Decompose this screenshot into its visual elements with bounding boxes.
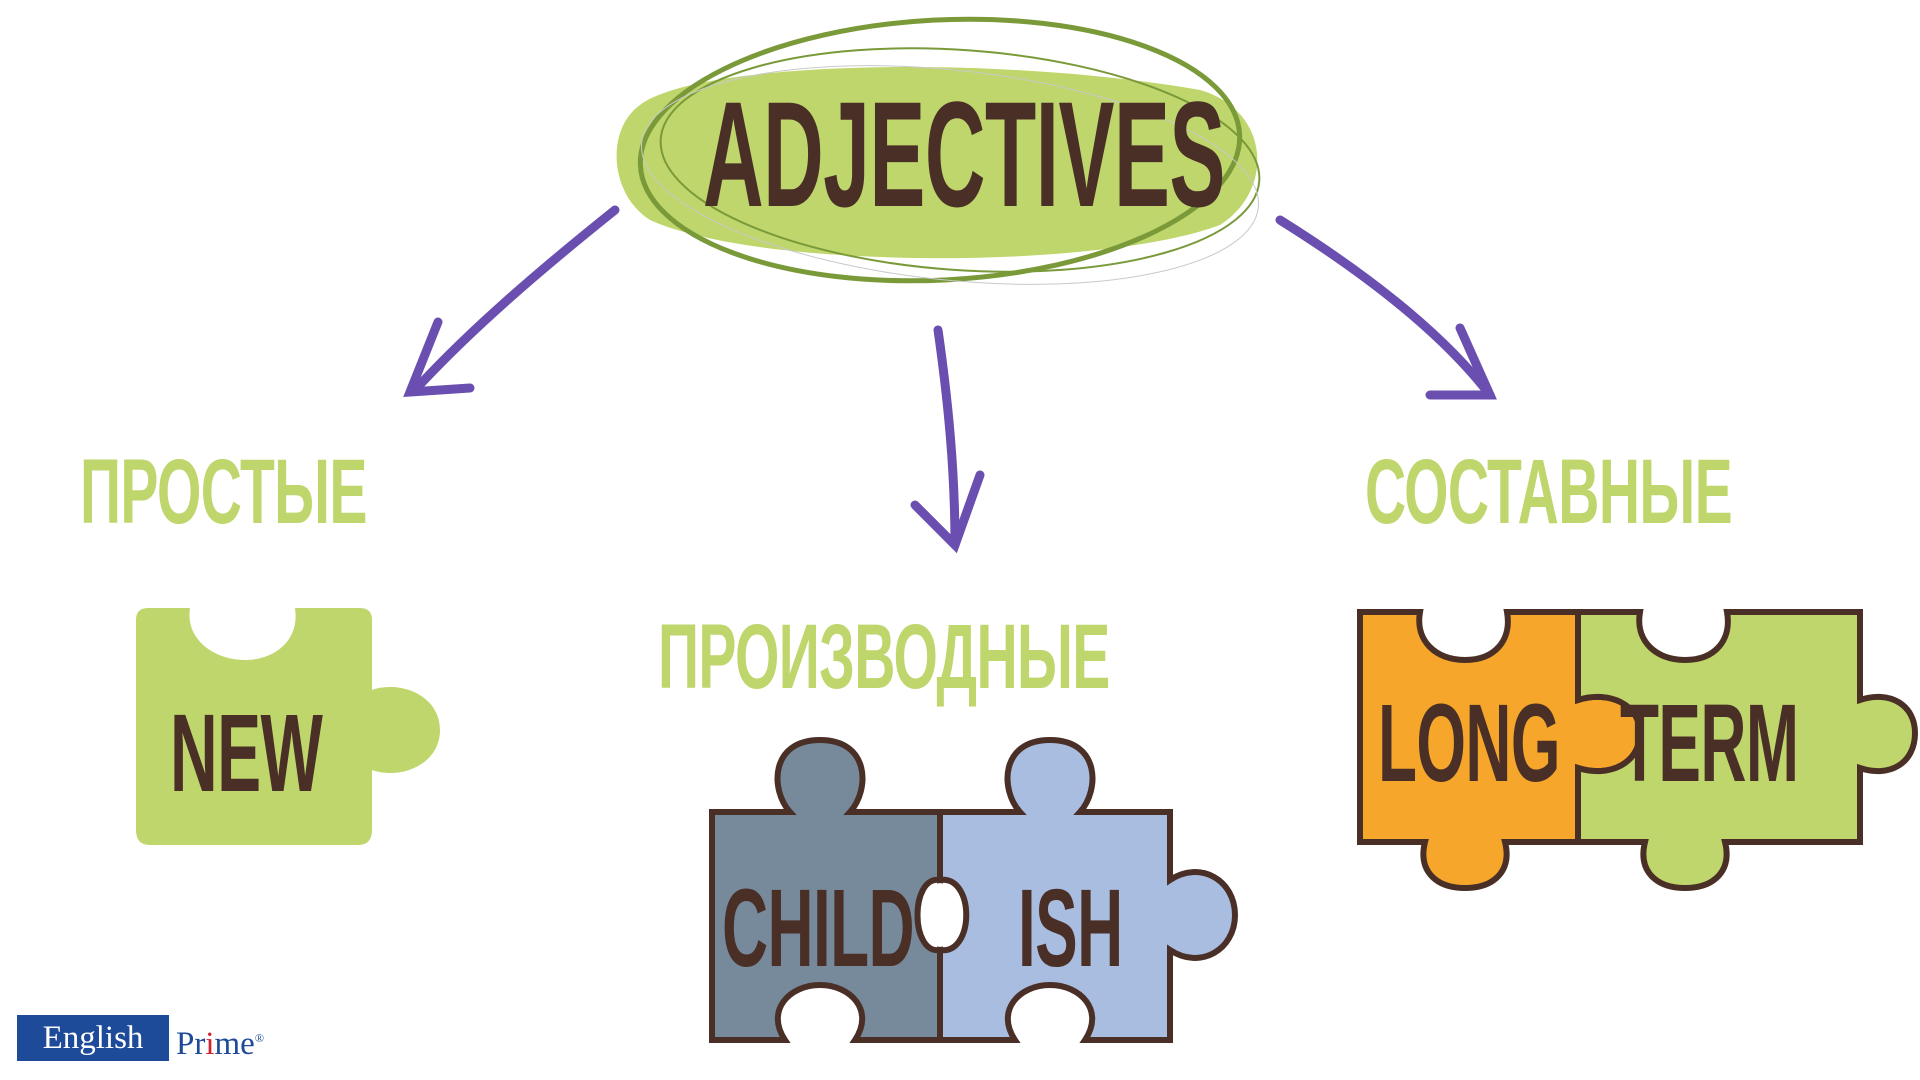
diagram-title: ADJECTIVES	[703, 70, 1225, 238]
piece-text-new: NEW	[170, 692, 323, 815]
arrow-center-icon	[910, 325, 985, 554]
registered-mark: ®	[254, 1031, 264, 1045]
puzzle-piece-new	[136, 608, 440, 845]
puzzle-piece-term	[1575, 609, 1919, 892]
title-blob	[616, 16, 1261, 285]
puzzle-piece-child	[709, 736, 943, 1043]
logo-prime-post: me	[214, 1026, 255, 1062]
logo-prime-i: i	[205, 1026, 215, 1062]
category-label-simple: ПРОСТЫЕ	[80, 441, 367, 543]
logo-prime: Prime®	[176, 1015, 264, 1062]
logo-prime-pre: Pr	[176, 1026, 206, 1062]
puzzle-piece-ish	[937, 736, 1239, 1043]
arrow-right-icon	[1275, 215, 1497, 400]
arrow-left-icon	[403, 205, 620, 397]
piece-text-child: CHILD	[722, 867, 915, 990]
piece-text-term: TERM	[1620, 682, 1799, 805]
category-label-derived: ПРОИЗВОДНЫЕ	[658, 606, 1110, 708]
category-label-compound: СОСТАВНЫЕ	[1365, 441, 1733, 543]
logo-english: English	[17, 1015, 169, 1061]
piece-text-ish: ISH	[1018, 867, 1123, 990]
piece-text-long: LONG	[1378, 682, 1561, 805]
